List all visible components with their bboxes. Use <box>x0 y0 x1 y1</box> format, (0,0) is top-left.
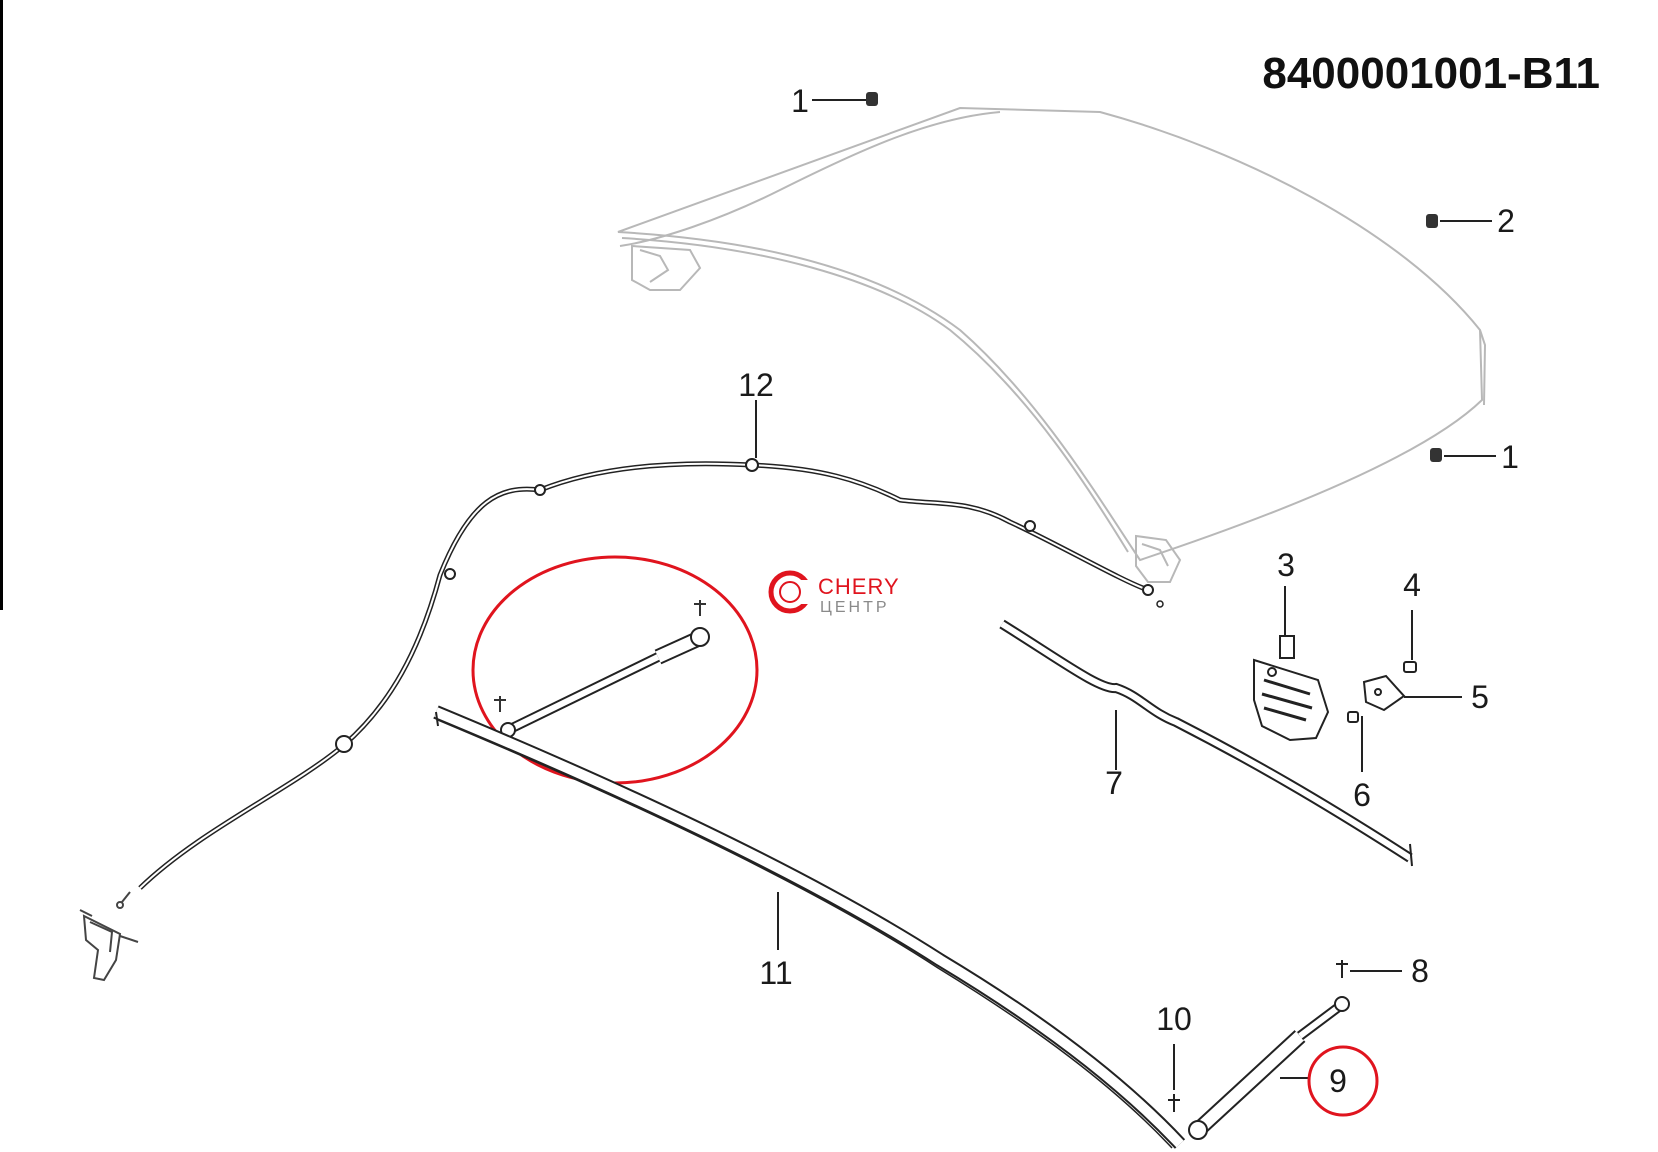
bumper-stop-top <box>812 92 878 106</box>
release-handle <box>79 891 139 982</box>
callout-6: 6 <box>1353 777 1371 813</box>
callout-12: 12 <box>738 367 774 403</box>
callout-1-top: 1 <box>791 83 809 119</box>
bracket-5 <box>1362 674 1462 712</box>
callout-2: 2 <box>1497 203 1515 239</box>
callout-1-right: 1 <box>1501 439 1519 475</box>
hood-panel <box>617 106 1487 583</box>
front-weatherstrip <box>433 705 1186 1149</box>
part-number: 8400001001-B11 <box>1262 49 1600 98</box>
callout-9: 9 <box>1329 1063 1347 1099</box>
bolt-6 <box>1347 711 1363 772</box>
callout-11: 11 <box>759 955 792 991</box>
gas-strut-right <box>1188 996 1350 1140</box>
gas-strut-left <box>494 600 710 738</box>
hood-latch <box>1253 586 1330 742</box>
latch-support-bracket <box>999 619 1413 867</box>
ball-stud-10 <box>1168 1044 1180 1112</box>
callout-10: 10 <box>1156 1001 1192 1037</box>
watermark-sub: ЦЕНТР <box>820 599 890 616</box>
bumper-stop-right-upper <box>1426 214 1492 228</box>
frame-left-border <box>0 0 3 610</box>
callout-3: 3 <box>1277 547 1295 583</box>
ball-stud-8 <box>1336 960 1402 978</box>
highlight-circle-callout-9 <box>1307 1045 1379 1117</box>
chery-watermark: CHERY ЦЕНТР <box>768 570 900 616</box>
bumper-stop-right-lower <box>1430 448 1496 462</box>
callout-7: 7 <box>1105 765 1123 801</box>
callout-5: 5 <box>1471 679 1489 715</box>
chery-c-logo-icon <box>768 570 814 614</box>
callout-4: 4 <box>1403 567 1421 603</box>
callout-8: 8 <box>1411 953 1429 989</box>
bolt-4 <box>1403 610 1417 673</box>
hood-release-cable <box>138 400 1164 890</box>
watermark-brand: CHERY <box>818 574 900 599</box>
